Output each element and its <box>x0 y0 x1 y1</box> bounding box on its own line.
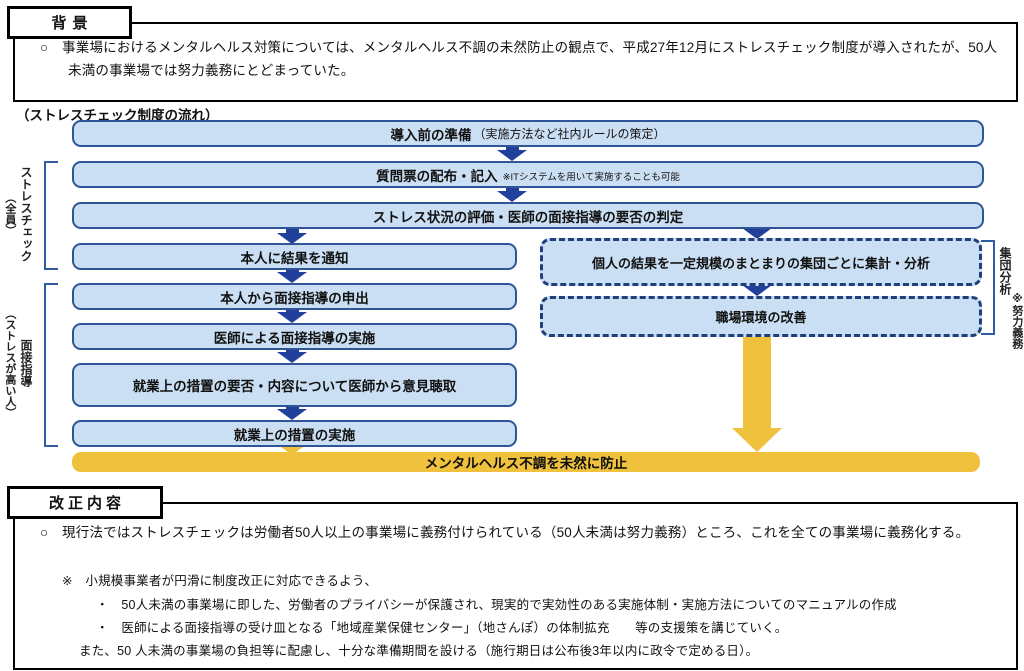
flow-box-doctor-interview-label: 医師による面接指導の実施 <box>213 330 376 346</box>
stress-check-bracket <box>44 161 58 270</box>
stress-check-sublabel: （全員） <box>3 191 16 236</box>
group-analysis-label: 集団分析 <box>997 247 1012 295</box>
dashed-box-group-aggregation-label: 個人の結果を一定規模のまとまりの集団ごとに集計・分析 <box>591 255 930 271</box>
dashed-box-workplace-improvement: 職場環境の改善 <box>540 296 982 337</box>
background-section-frame <box>13 22 1018 102</box>
flow-box-implement-measures-label: 就業上の措置の実施 <box>233 427 356 443</box>
flow-box-hearing-opinion: 就業上の措置の要否・内容について医師から意見聴取 <box>72 363 517 407</box>
stress-check-label: ストレスチェック <box>18 165 33 262</box>
flow-box-notify-result-label: 本人に結果を通知 <box>240 250 349 266</box>
flow-box-questionnaire-sub: ※ITシステムを用いて実施することも可能 <box>502 172 680 183</box>
interview-sublabel: （ストレスが高い人） <box>3 308 16 418</box>
dashed-box-workplace-improvement-label: 職場環境の改善 <box>715 310 807 325</box>
goal-banner: メンタルヘルス不調を未然に防止 <box>72 452 980 472</box>
revision-title: 改正内容 <box>48 495 125 512</box>
dashed-box-group-aggregation: 個人の結果を一定規模のまとまりの集団ごとに集計・分析 <box>540 238 982 286</box>
flow-box-implement-measures: 就業上の措置の実施 <box>72 420 517 447</box>
group-analysis-sublabel: ※努力義務 <box>1010 291 1023 349</box>
flow-box-doctor-interview: 医師による面接指導の実施 <box>72 323 517 350</box>
flow-title: （ストレスチェック制度の流れ） <box>16 108 219 123</box>
background-title: 背景 <box>51 15 94 32</box>
flow-box-request-interview: 本人から面接指導の申出 <box>72 283 517 310</box>
revision-note-footer: また、50 人未満の事業場の負担等に配慮し、十分な準備期間を設ける（施行期日は公… <box>79 644 759 658</box>
background-title-tab: 背景 <box>7 6 132 39</box>
down-arrow-big-yellow-icon <box>732 331 782 452</box>
flow-box-evaluation-label: ストレス状況の評価・医師の面接指導の要否の判定 <box>372 209 684 225</box>
flow-box-questionnaire: 質問票の配布・記入 ※ITシステムを用いて実施することも可能 <box>72 161 984 188</box>
revision-title-tab: 改正内容 <box>7 486 163 519</box>
flow-box-request-interview-label: 本人から面接指導の申出 <box>220 290 369 306</box>
flow-box-hearing-opinion-label: 就業上の措置の要否・内容について医師から意見聴取 <box>132 379 457 394</box>
flow-box-evaluation: ストレス状況の評価・医師の面接指導の要否の判定 <box>72 202 984 229</box>
interview-label: 面接指導 <box>18 339 33 387</box>
revision-note-header: ※ 小規模事業者が円滑に制度改正に対応できるよう、 <box>62 574 378 588</box>
flow-box-preparation-label: 導入前の準備 <box>390 127 472 143</box>
down-arrow-icon <box>277 225 307 244</box>
revision-section-frame <box>13 502 1018 670</box>
flow-box-notify-result: 本人に結果を通知 <box>72 243 517 270</box>
background-bullet: ○ 事業場におけるメンタルヘルス対策については、メンタルヘルス不調の未然防止の観… <box>40 40 998 79</box>
interview-bracket <box>44 283 58 447</box>
revision-bullet: ○ 現行法ではストレスチェックは労働者50人以上の事業場に義務付けられている（5… <box>40 525 970 540</box>
goal-banner-label: メンタルヘルス不調を未然に防止 <box>424 456 628 471</box>
flow-box-questionnaire-label: 質問票の配布・記入 <box>376 168 498 184</box>
group-analysis-bracket <box>981 240 995 335</box>
revision-note-item: ・ 50人未満の事業場に即した、労働者のプライバシーが保護され、現実的で実効性の… <box>96 598 897 612</box>
flow-box-preparation-sub: （実施方法など社内ルールの策定） <box>473 127 666 141</box>
revision-note-item: ・ 医師による面接指導の受け皿となる「地域産業保健センター」（地さんぽ）の体制拡… <box>96 621 788 635</box>
flow-box-preparation: 導入前の準備 （実施方法など社内ルールの策定） <box>72 120 984 147</box>
